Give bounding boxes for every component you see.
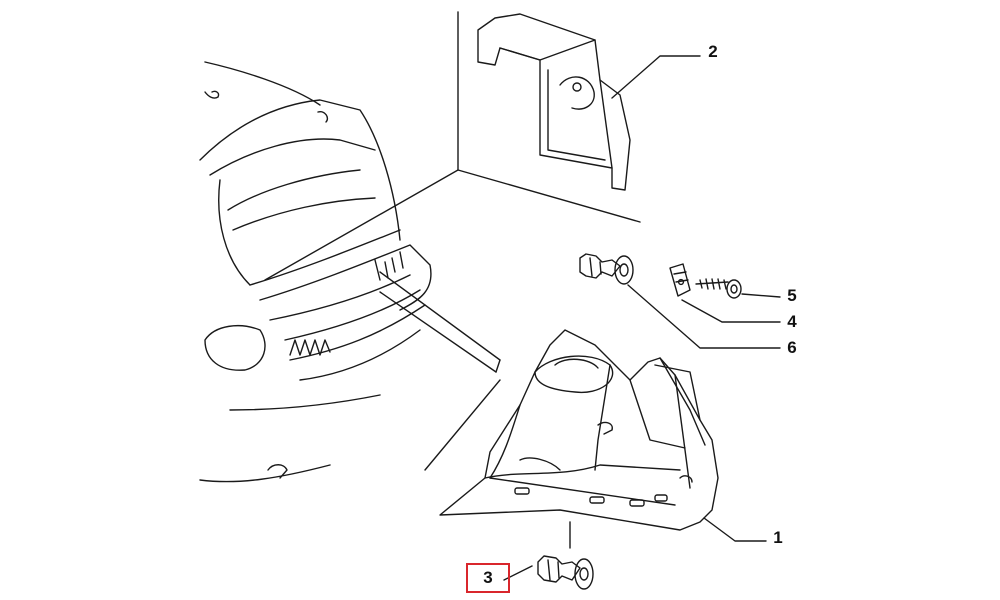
part-5-screw xyxy=(695,278,742,299)
leader-4 xyxy=(681,299,781,323)
callout-part-2: 2 xyxy=(708,42,718,61)
callout-part-6: 6 xyxy=(787,338,797,357)
callout-part-1: 1 xyxy=(773,528,783,547)
part-1-trunk-side-trim xyxy=(439,329,719,531)
part-6-push-fastener xyxy=(579,253,634,285)
detail-reference-lines xyxy=(264,11,641,471)
callout-part-5: 5 xyxy=(787,286,797,305)
leader-2 xyxy=(611,55,701,99)
part-3-push-fastener xyxy=(537,555,594,590)
leader-6 xyxy=(627,284,781,349)
leader-lines xyxy=(503,55,781,581)
car-rear-outline xyxy=(199,61,432,483)
leader-5 xyxy=(741,293,781,298)
callout-part-4: 4 xyxy=(787,312,797,331)
part-2-upper-bracket xyxy=(477,13,631,191)
part-4-clip-nut xyxy=(669,263,691,297)
callout-part-3-highlighted[interactable]: 3 xyxy=(466,563,510,593)
leader-1 xyxy=(703,517,767,542)
